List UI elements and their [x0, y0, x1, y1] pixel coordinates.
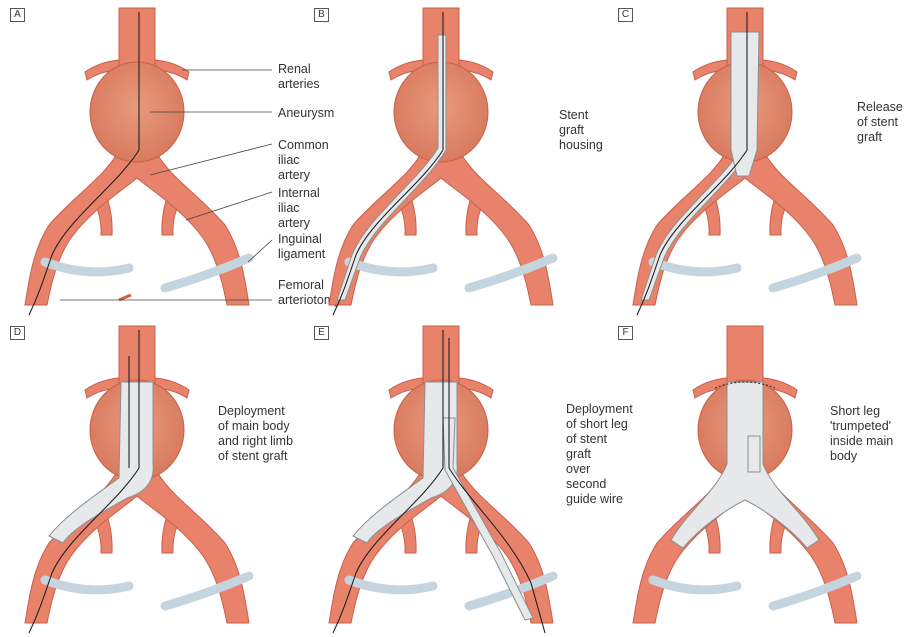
- aorta-illustration-c: [608, 0, 912, 318]
- inguinal-ligament-left: [349, 262, 433, 272]
- bifurcated-stent-graft: [671, 382, 819, 548]
- inguinal-ligament-left: [45, 262, 129, 272]
- panel-letter-e: E: [314, 326, 329, 340]
- aorta-illustration-a: [0, 0, 304, 318]
- released-main-body: [731, 32, 759, 176]
- leader-line: [248, 240, 272, 262]
- inguinal-ligament-left: [653, 262, 737, 272]
- aorta-illustration-f: [608, 318, 912, 636]
- inguinal-ligament-left: [653, 580, 737, 590]
- panel-letter-b: B: [314, 8, 329, 22]
- panel-letter-a: A: [10, 8, 25, 22]
- aorta-illustration-d: [0, 318, 304, 636]
- aorta-illustration-e: [304, 318, 608, 636]
- inguinal-ligament-left: [349, 580, 433, 590]
- panel-letter-f: F: [618, 326, 633, 340]
- panel-letter-c: C: [618, 8, 633, 22]
- arteriotomy-mark: [119, 295, 131, 300]
- panel-letter-d: D: [10, 326, 25, 340]
- aorta-illustration-b: [304, 0, 608, 318]
- inguinal-ligament-left: [45, 580, 129, 590]
